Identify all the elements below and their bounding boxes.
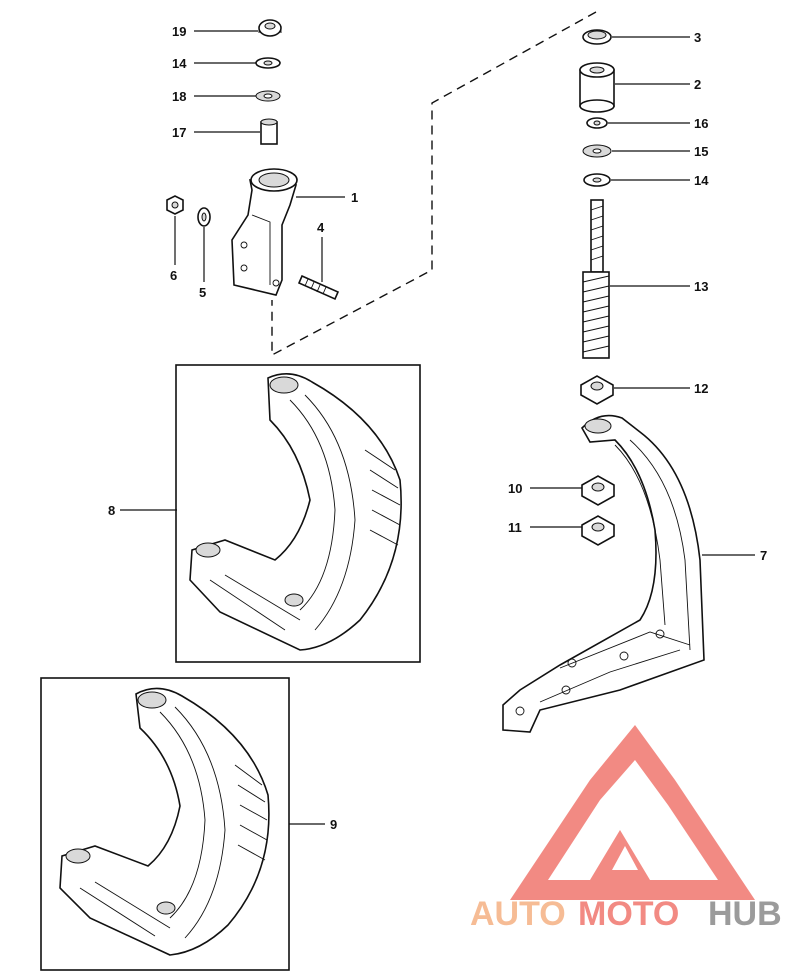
- part-3-cap: [582, 29, 612, 45]
- callout-labels: 19 14 18 17 1 4 6 5 3 2 16 15 14 13 12 1…: [108, 24, 767, 832]
- callout-6: 6: [170, 268, 177, 283]
- callout-14-right: 14: [694, 173, 709, 188]
- alignment-dashed-line: [271, 11, 597, 357]
- watermark-moto: MOTO: [578, 895, 679, 933]
- callout-16: 16: [694, 116, 708, 131]
- part-5-washer: [197, 207, 211, 227]
- part-2-bushing: [579, 62, 615, 113]
- part-15-lock-washer: [582, 144, 612, 158]
- callout-4: 4: [317, 220, 325, 235]
- part-18-lock-washer: [255, 90, 281, 102]
- part-11-nut: [581, 515, 615, 546]
- callout-15: 15: [694, 144, 708, 159]
- part-16-washer: [586, 117, 608, 129]
- part-1-bracket: [231, 168, 298, 296]
- callout-2: 2: [694, 77, 701, 92]
- callout-19: 19: [172, 24, 186, 39]
- part-7-arm: [502, 414, 705, 733]
- callout-11: 11: [508, 520, 522, 535]
- callout-17: 17: [172, 125, 186, 140]
- part-10-nut: [581, 475, 615, 506]
- part-14-washer-right: [583, 173, 611, 187]
- callout-1: 1: [351, 190, 358, 205]
- callout-10: 10: [508, 481, 522, 496]
- part-6-nut: [166, 195, 184, 215]
- callout-3: 3: [694, 30, 701, 45]
- callout-12: 12: [694, 381, 708, 396]
- callout-5: 5: [199, 285, 206, 300]
- watermark-auto: AUTO: [470, 895, 566, 933]
- part-9-box: [40, 677, 290, 971]
- automotohub-logo: AUTO MOTO HUB: [470, 725, 782, 933]
- part-4-stud: [297, 274, 340, 301]
- callout-7: 7: [760, 548, 767, 563]
- part-14-washer: [255, 57, 281, 69]
- part-13-stud: [582, 199, 610, 359]
- callout-9: 9: [330, 817, 337, 832]
- callout-18: 18: [172, 89, 186, 104]
- leader-lines: [120, 30, 755, 825]
- part-19-nut: [258, 19, 282, 37]
- part-17-spacer: [260, 118, 278, 145]
- watermark-hub: HUB: [708, 895, 782, 933]
- callout-8: 8: [108, 503, 115, 518]
- part-8-box: [175, 364, 421, 663]
- callout-13: 13: [694, 279, 708, 294]
- callout-14-left: 14: [172, 56, 187, 71]
- part-12-nut: [580, 375, 614, 405]
